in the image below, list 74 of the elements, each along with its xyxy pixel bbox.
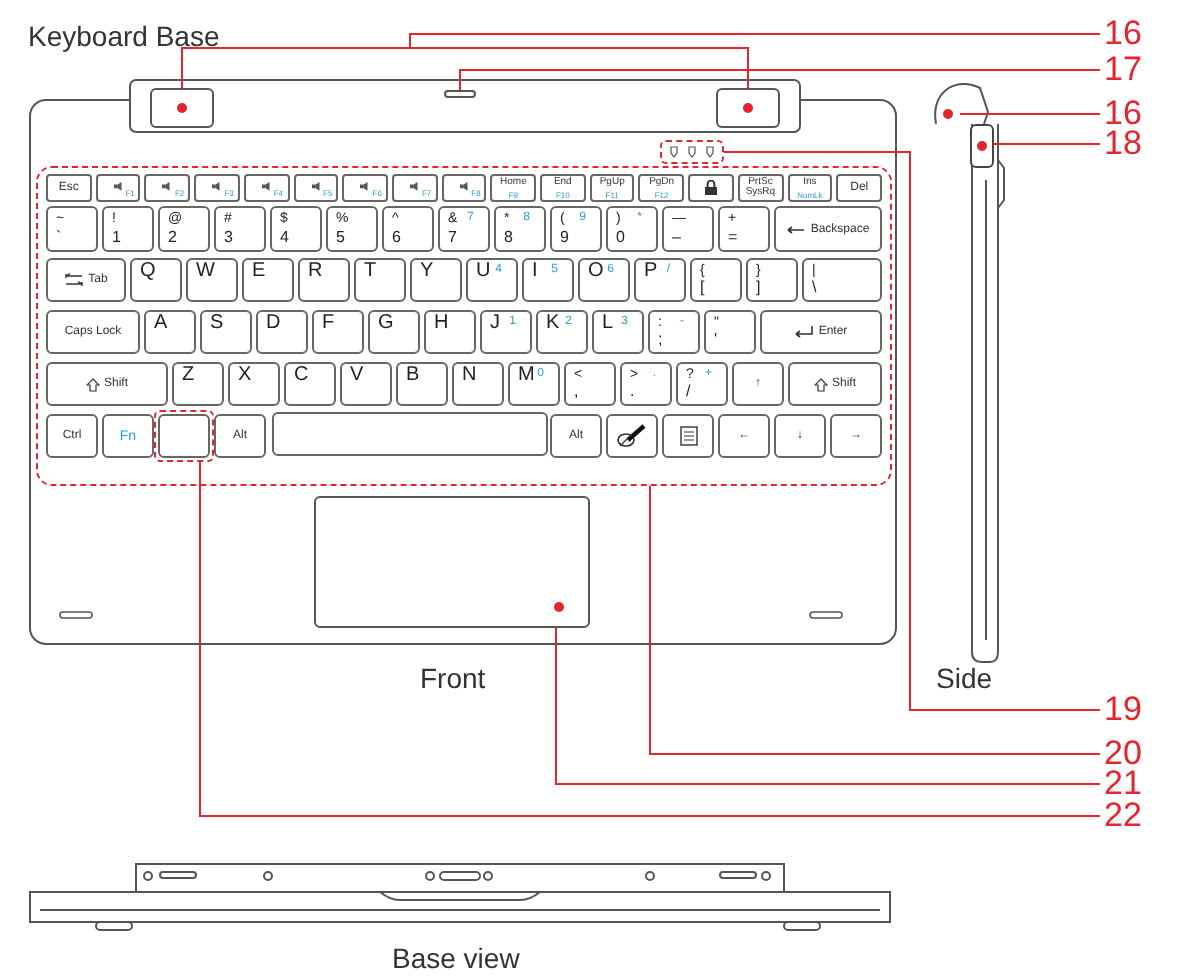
- keyboard-area: [36, 166, 892, 486]
- key-legend: I: [532, 262, 538, 282]
- key-legend: 2: [168, 230, 177, 246]
- key-legend: L: [602, 314, 614, 334]
- indicator-lights: [660, 140, 724, 164]
- callout-number: 19: [1100, 692, 1160, 728]
- key-legend: Q: [140, 262, 156, 282]
- key-legend: M: [518, 366, 535, 386]
- touchpad: [314, 496, 590, 628]
- key-legend: 9: [560, 230, 569, 246]
- key-legend: Y: [420, 262, 434, 282]
- space-bar: [271, 411, 547, 455]
- view-caption: Side: [936, 660, 993, 698]
- key-legend: N: [462, 366, 477, 386]
- view-caption: Base view: [392, 940, 520, 976]
- key-legend: O: [588, 262, 604, 282]
- key-legend: 5: [336, 230, 345, 246]
- key-legend: E: [252, 262, 266, 282]
- callout-number: 17: [1100, 52, 1160, 88]
- key-legend: K: [546, 314, 560, 334]
- key-legend: =: [728, 230, 738, 246]
- key-legend: ': [714, 332, 718, 348]
- hinge: [150, 88, 214, 128]
- hinge: [716, 88, 780, 128]
- callout-number: 21: [1100, 766, 1160, 802]
- key-legend: 4: [280, 230, 289, 246]
- key-legend: `: [56, 230, 62, 246]
- key-legend: ,: [574, 384, 579, 400]
- key-legend: 0: [616, 230, 625, 246]
- key-legend: S: [210, 314, 224, 334]
- leader-line: [649, 485, 1101, 755]
- key-legend: .: [630, 384, 635, 400]
- key-legend: [: [700, 280, 705, 296]
- key-legend: 8: [504, 230, 513, 246]
- key-legend: T: [364, 262, 377, 282]
- key-legend: Z: [182, 366, 195, 386]
- key-legend: X: [238, 366, 252, 386]
- leader-line: [459, 69, 1101, 91]
- view-caption: Front: [420, 660, 486, 698]
- key-legend: A: [154, 314, 168, 334]
- key-legend: –: [672, 230, 681, 246]
- callout-number: 16: [1100, 16, 1160, 52]
- key-legend: \: [812, 280, 817, 296]
- key-legend: 6: [392, 230, 401, 246]
- key-legend: B: [406, 366, 420, 386]
- callout-number: 16: [1100, 96, 1160, 132]
- key-legend: P: [644, 262, 658, 282]
- key-legend: U: [476, 262, 491, 282]
- key-legend: H: [434, 314, 449, 334]
- key-legend: J: [490, 314, 500, 334]
- callout-number: 22: [1100, 798, 1160, 834]
- key-legend: 3: [224, 230, 233, 246]
- key-legend: F: [322, 314, 335, 334]
- key-legend: 7: [448, 230, 457, 246]
- leader-line: [959, 113, 1101, 115]
- leader-line: [199, 459, 1101, 817]
- usb-port: [970, 124, 994, 168]
- key-legend: 1: [112, 230, 121, 246]
- leader-line: [409, 33, 1101, 89]
- key-legend: R: [308, 262, 323, 282]
- callout-number: 18: [1100, 126, 1160, 162]
- key-legend: V: [350, 366, 364, 386]
- key-legend: /: [686, 384, 691, 400]
- key-legend: D: [266, 314, 281, 334]
- connector-slot: [444, 90, 476, 98]
- key-legend: W: [196, 262, 215, 282]
- key-legend: C: [294, 366, 309, 386]
- leader-line: [993, 143, 1101, 145]
- heading: Keyboard Base: [28, 18, 220, 56]
- key-legend: ;: [658, 332, 663, 348]
- key-legend: ]: [756, 280, 761, 296]
- key-legend: G: [378, 314, 394, 334]
- leader-line: [555, 627, 1101, 785]
- callout-number: 20: [1100, 736, 1160, 772]
